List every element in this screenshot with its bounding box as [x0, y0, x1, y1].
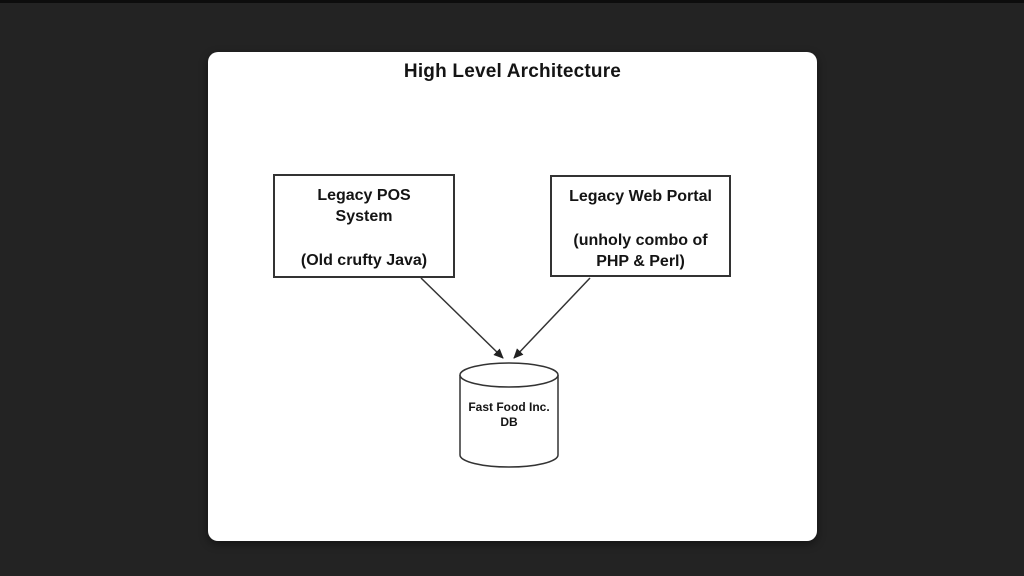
db-label: Fast Food Inc. DB — [460, 400, 558, 430]
database-cylinder — [459, 362, 559, 468]
diagram-canvas — [420, 277, 591, 468]
top-strip — [0, 0, 1024, 3]
node-label-line: System — [335, 208, 393, 225]
node-label-line: PHP & Perl) — [596, 253, 685, 270]
cylinder-body — [459, 375, 559, 468]
db-label-line: Fast Food Inc. — [468, 400, 550, 414]
db-label-line: DB — [500, 415, 518, 429]
slide-title: High Level Architecture — [403, 61, 622, 82]
node-label-line: (Old crufty Java) — [300, 252, 428, 269]
slide: High Level Architecture Legacy POS Syste… — [208, 52, 817, 541]
node-legacy-pos-system: Legacy POS System (Old crufty Java) — [273, 174, 455, 278]
node-label-line: Legacy Web Portal — [569, 188, 712, 205]
node-label-line: (unholy combo of — [573, 232, 708, 249]
arrow-web-to-db — [513, 277, 591, 359]
cylinder-top — [459, 362, 559, 388]
arrow-pos-to-db — [420, 277, 504, 359]
node-legacy-web-portal: Legacy Web Portal (unholy combo of PHP &… — [550, 175, 731, 277]
node-label-line: Legacy POS — [317, 187, 411, 204]
